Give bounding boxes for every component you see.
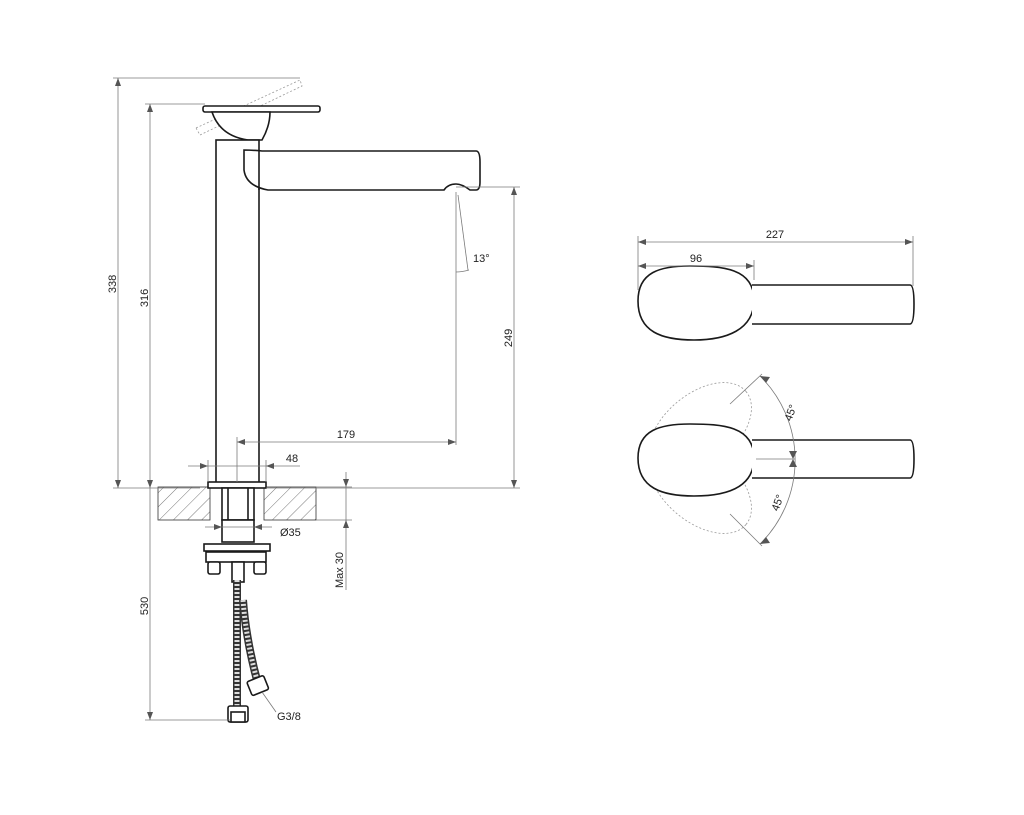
dim-hose-length: 530 bbox=[139, 597, 151, 615]
base-flange bbox=[207, 481, 267, 489]
faucet-spout bbox=[243, 149, 481, 191]
hose-nut-upper bbox=[246, 675, 270, 697]
fixing-plate bbox=[203, 543, 271, 552]
dim-total-height: 338 bbox=[107, 275, 119, 293]
dim-max-thickness: Max 30 bbox=[334, 552, 346, 588]
dim-rotation-lower: 45° bbox=[770, 493, 787, 513]
dim-rotation-upper: 45° bbox=[783, 403, 800, 423]
handle-stem-rotation bbox=[752, 439, 915, 479]
fixing-nut-left bbox=[207, 561, 221, 575]
faucet-body bbox=[215, 139, 260, 488]
handle-top-view: 227 96 bbox=[637, 229, 915, 341]
countertop-left bbox=[157, 486, 211, 521]
fixing-nut-right bbox=[253, 561, 267, 575]
dim-lever-width: 96 bbox=[690, 253, 702, 265]
dim-connection-thread: G3/8 bbox=[277, 711, 301, 723]
handle-paddle bbox=[637, 265, 755, 341]
dim-outlet-height: 249 bbox=[503, 329, 515, 347]
supply-hoses bbox=[227, 580, 270, 723]
handle-paddle-rotation bbox=[637, 423, 755, 497]
dim-base-diameter: 48 bbox=[286, 453, 298, 465]
dim-handle-length: 227 bbox=[766, 229, 784, 241]
countertop-right bbox=[263, 486, 317, 521]
handle-rotation-view: 45° 45° bbox=[637, 373, 915, 547]
lever-neck bbox=[210, 111, 271, 141]
handle-stem bbox=[752, 284, 915, 325]
lever-disc bbox=[202, 105, 321, 113]
dim-spout-height: 316 bbox=[139, 289, 151, 307]
faucet-side-view: 338 316 249 13° 179 48 bbox=[107, 77, 520, 723]
lever-ghost bbox=[195, 79, 303, 136]
dim-reach: 179 bbox=[337, 429, 355, 441]
dim-shank-diameter: Ø35 bbox=[280, 527, 301, 539]
dim-outlet-angle: 13° bbox=[473, 253, 490, 265]
shank bbox=[221, 487, 255, 521]
